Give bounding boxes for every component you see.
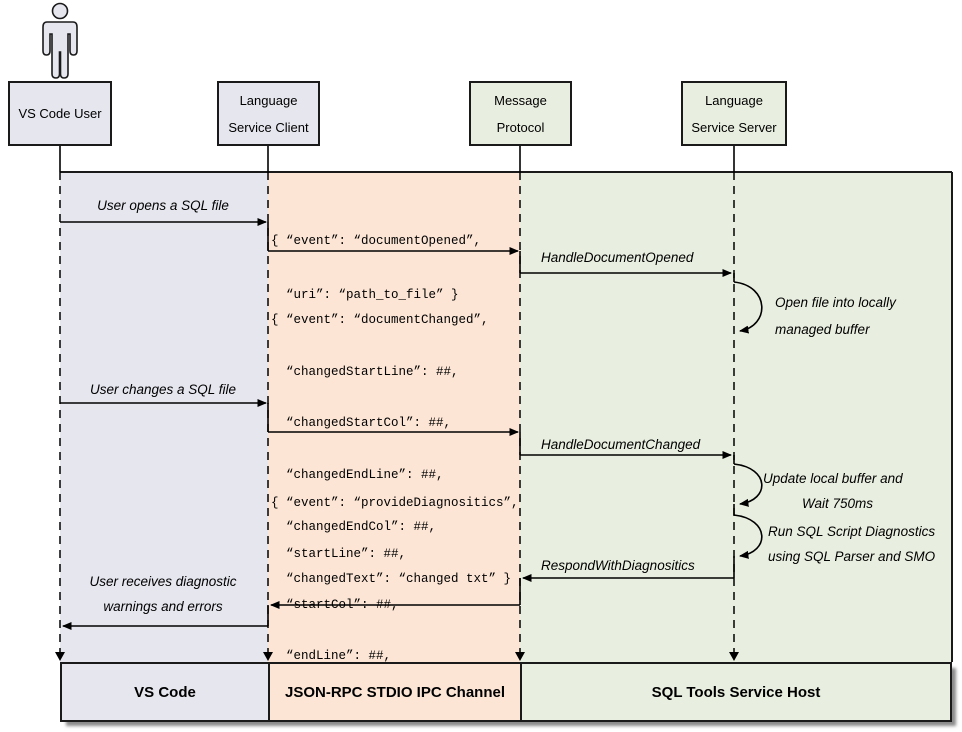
head-connectors xyxy=(59,146,735,172)
label-run-diagnostics-1: Run SQL Script Diagnostics xyxy=(768,524,936,539)
self-loops xyxy=(733,281,763,559)
json-line: “changedEndLine”: ##, xyxy=(271,468,444,483)
label-user-receives-1: User receives diagnostic xyxy=(89,574,237,589)
json-line: “changedStartLine”: ##, xyxy=(271,364,459,379)
actor-box-language-service-client: Language Service Client xyxy=(217,81,320,146)
actor-person-icon xyxy=(42,2,78,79)
message-arrows xyxy=(60,218,734,630)
actor-label: VS Code User xyxy=(18,106,102,121)
actor-box-vscode-user: VS Code User xyxy=(8,81,112,146)
lane-vscode xyxy=(60,172,268,662)
lane-frame xyxy=(60,171,953,662)
self-loop-update-buffer xyxy=(733,463,763,507)
self-loop-open-buffer xyxy=(733,281,763,334)
json-line: { “event”: “documentChanged”, xyxy=(271,313,489,327)
label-user-changes-file: User changes a SQL file xyxy=(89,382,237,397)
footer-label: VS Code xyxy=(134,683,196,701)
label-run-diagnostics-2: using SQL Parser and SMO xyxy=(768,549,936,564)
label-update-buffer-2: Wait 750ms xyxy=(802,496,874,511)
footer-label: JSON-RPC STDIO IPC Channel xyxy=(284,683,506,701)
json-document-opened: { “event”: “documentOpened”, “uri”: “pat… xyxy=(271,200,481,336)
json-line: “changedStartCol”: ##, xyxy=(271,416,452,431)
json-line: “endLine”: ##, xyxy=(271,649,392,663)
footer-box-sql-tools-host: SQL Tools Service Host xyxy=(520,664,950,720)
label-respond-with-diagnostics: RespondWithDiagnositics xyxy=(541,558,695,573)
lane-sql-tools-host xyxy=(520,172,952,662)
json-line: “uri”: “path_to_file” } xyxy=(271,288,459,302)
actor-label-line: Message xyxy=(494,92,547,108)
json-line: “startLine”: ##, xyxy=(271,547,407,561)
actor-label-line: Service Client xyxy=(228,119,309,135)
lifeline-end-arrowheads xyxy=(55,652,739,661)
label-user-opens-file: User opens a SQL file xyxy=(97,198,229,213)
label-handle-document-changed: HandleDocumentChanged xyxy=(541,437,701,452)
message-corner-segments xyxy=(267,222,735,626)
actor-label-line: Language xyxy=(705,92,763,108)
footer-label: SQL Tools Service Host xyxy=(651,683,821,701)
json-line: { “event”: “documentOpened”, xyxy=(271,234,482,248)
actor-label-line: Protocol xyxy=(496,119,545,135)
footer-row: VS Code JSON-RPC STDIO IPC Channel SQL T… xyxy=(60,662,952,722)
json-line: “changedEndCol”: ##, xyxy=(271,519,437,534)
label-open-buffer-2: managed buffer xyxy=(775,322,870,337)
json-line: { “event”: “provideDiagnositics”, xyxy=(271,496,519,510)
actor-box-language-service-server: Language Service Server xyxy=(681,81,787,146)
json-line: “startCol”: ##, xyxy=(271,598,399,612)
label-open-buffer-1: Open file into locally xyxy=(775,295,896,310)
label-handle-document-opened: HandleDocumentOpened xyxy=(541,250,694,265)
lane-json-rpc-channel xyxy=(268,172,520,662)
footer-box-json-rpc-channel: JSON-RPC STDIO IPC Channel xyxy=(268,664,520,720)
json-provide-diagnostics: { “event”: “provideDiagnositics”, “start… xyxy=(271,464,519,732)
json-document-changed: { “event”: “documentChanged”, “changedSt… xyxy=(271,281,511,619)
label-user-receives-2: warnings and errors xyxy=(103,599,223,614)
actor-box-message-protocol: Message Protocol xyxy=(469,81,572,146)
footer-box-vscode: VS Code xyxy=(62,664,268,720)
actor-label-line: Language xyxy=(239,92,298,108)
json-line: “changedText”: “changed txt” } xyxy=(271,571,512,586)
label-update-buffer-1: Update local buffer and xyxy=(763,471,903,486)
self-loop-run-diagnostics xyxy=(733,514,763,559)
actor-label-line: Service Server xyxy=(691,119,777,135)
